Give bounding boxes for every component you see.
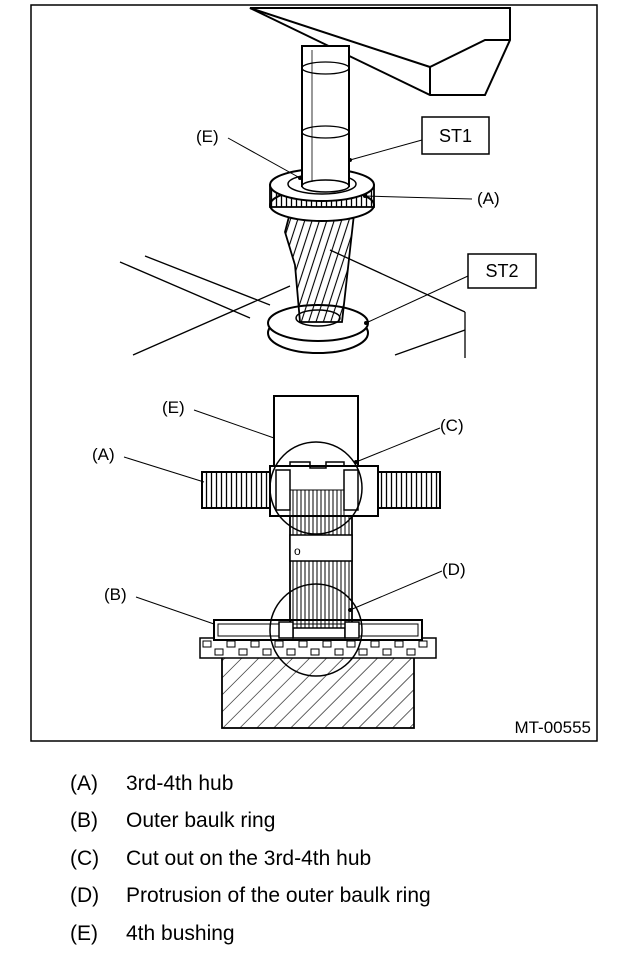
bottom-callout-c: (C) [440,416,464,435]
legend-key: (D) [70,884,100,908]
legend-text: Outer baulk ring [126,809,276,833]
legend-item: (D) Protrusion of the outer baulk ring [70,878,431,916]
legend-item: (A) 3rd-4th hub [70,765,431,803]
bottom-callout-d: (D) [442,560,466,579]
legend-item: (E) 4th bushing [70,915,431,953]
third-fourth-hub [201,461,441,517]
legend-text: Cut out on the 3rd-4th hub [126,846,372,870]
legend-key: (C) [70,846,100,870]
legend-text: 4th bushing [126,921,235,945]
baulk-ring-protrusion [292,627,346,639]
legend-item: (C) Cut out on the 3rd-4th hub [70,840,431,878]
legend-item: (B) Outer baulk ring [70,803,431,841]
shaft-mark: o [294,544,301,558]
top-callout-e: (E) [196,127,219,146]
press-base-section [221,655,415,729]
legend-text: 3rd-4th hub [126,771,234,795]
st1-label: ST1 [439,126,472,146]
legend-key: (A) [70,771,98,795]
hub-cut-out [289,461,345,469]
legend-key: (E) [70,921,98,945]
legend-list: (A) 3rd-4th hub (B) Outer baulk ring (C) Cu… [70,765,431,953]
top-illustration: ST1 ST2 (E) (A) [119,7,537,358]
st2-plate [267,304,369,354]
splined-shaft [289,511,353,631]
st1-label-box: ST1 [348,116,490,162]
legend-text: Protrusion of the outer baulk ring [126,884,431,908]
press-table [119,249,466,358]
figure-frame [30,4,598,742]
detail-circle-d [269,583,363,677]
st2-label-box: ST2 [364,253,537,325]
bottom-callout-a: (A) [92,445,115,464]
bottom-callout-e: (E) [162,398,185,417]
bottom-callout-b: (B) [104,585,127,604]
top-callout-a: (A) [477,189,500,208]
bottom-section-view: o (E) (C) (A) (D) (B [92,395,466,729]
helical-gear-shaft [284,204,357,323]
detail-circle-c [269,441,363,535]
st2-label: ST2 [485,261,518,281]
legend-key: (B) [70,809,98,833]
figure-id: MT-00555 [514,718,591,737]
press-bar [249,7,511,96]
st1-shaft [301,45,350,193]
